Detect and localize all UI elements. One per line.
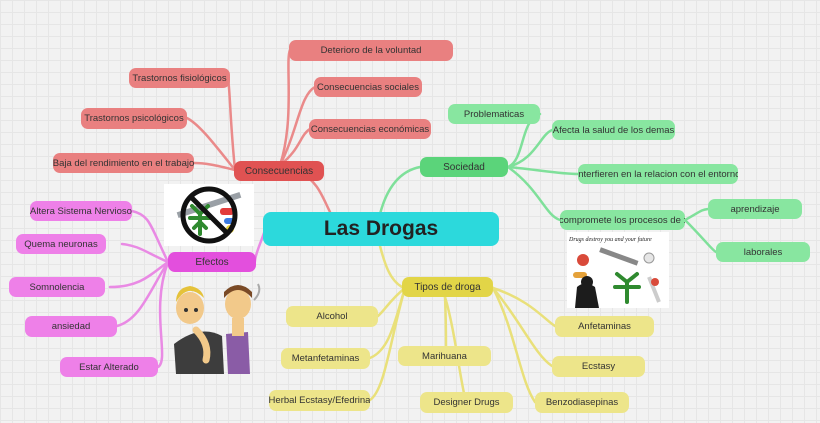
consecuencias-item-rendimiento[interactable]: Baja del rendimiento en el trabajo — [53, 153, 194, 173]
efectos-item-somnolencia[interactable]: Somnolencia — [9, 277, 105, 297]
tipos-item-metanfetaminas[interactable]: Metanfetaminas — [281, 348, 370, 369]
tipos-item-benzodiasepinas[interactable]: Benzodiasepinas — [535, 392, 629, 413]
tipos-item-herbal[interactable]: Herbal Ecstasy/Efedrina — [269, 390, 370, 411]
consecuencias-node[interactable]: Consecuencias — [234, 161, 324, 181]
no-drugs-icon — [164, 184, 254, 246]
consecuencias-item-fisiologicos[interactable]: Trastornos fisiológicos — [129, 68, 230, 88]
consecuencias-item-sociales[interactable]: Consecuencias sociales — [314, 77, 422, 97]
efectos-node[interactable]: Efectos — [168, 252, 256, 272]
poster-caption: Drugs destroy you and your future — [568, 236, 652, 243]
consecuencias-item-economicas[interactable]: Consecuencias económicas — [309, 119, 431, 139]
sociedad-node[interactable]: Sociedad — [420, 157, 508, 177]
tipos-item-designer[interactable]: Designer Drugs — [420, 392, 513, 413]
efectos-item-sistema-nervioso[interactable]: Altera Sistema Nervioso — [30, 201, 132, 221]
sociedad-item-procesos[interactable]: compromete los procesos de : — [560, 210, 685, 230]
central-title: Las Drogas — [323, 217, 439, 240]
tipos-item-alcohol[interactable]: Alcohol — [286, 306, 378, 327]
tipos-item-anfetaminas[interactable]: Anfetaminas — [555, 316, 654, 337]
consecuencias-item-psicologicos[interactable]: Trastornos psicológicos — [81, 108, 187, 129]
sociedad-item-salud[interactable]: Afecta la salud de los demas — [552, 120, 675, 140]
procesos-item-aprendizaje[interactable]: aprendizaje — [708, 199, 802, 219]
tipos-item-marihuana[interactable]: Marihuana — [398, 346, 491, 366]
efectos-item-ansiedad[interactable]: ansiedad — [25, 316, 117, 337]
cartoon-people-image — [174, 283, 261, 374]
efectos-item-neuronas[interactable]: Quema neuronas — [16, 234, 106, 254]
tipos-node[interactable]: Tipos de droga — [402, 277, 493, 297]
consecuencias-item-deterioro[interactable]: Deterioro de la voluntad — [289, 40, 453, 61]
efectos-item-alterado[interactable]: Estar Alterado — [60, 357, 158, 377]
tipos-item-ecstasy[interactable]: Ecstasy — [552, 356, 645, 377]
central-topic[interactable]: Las Drogas — [263, 212, 499, 246]
procesos-item-laborales[interactable]: laborales — [716, 242, 810, 262]
sociedad-item-entorno[interactable]: Interfieren en la relacion con el entorn… — [578, 164, 738, 184]
sociedad-item-problematicas[interactable]: Problematicas — [448, 104, 540, 124]
drugs-collage-image: Drugs destroy you and your future — [567, 232, 669, 308]
